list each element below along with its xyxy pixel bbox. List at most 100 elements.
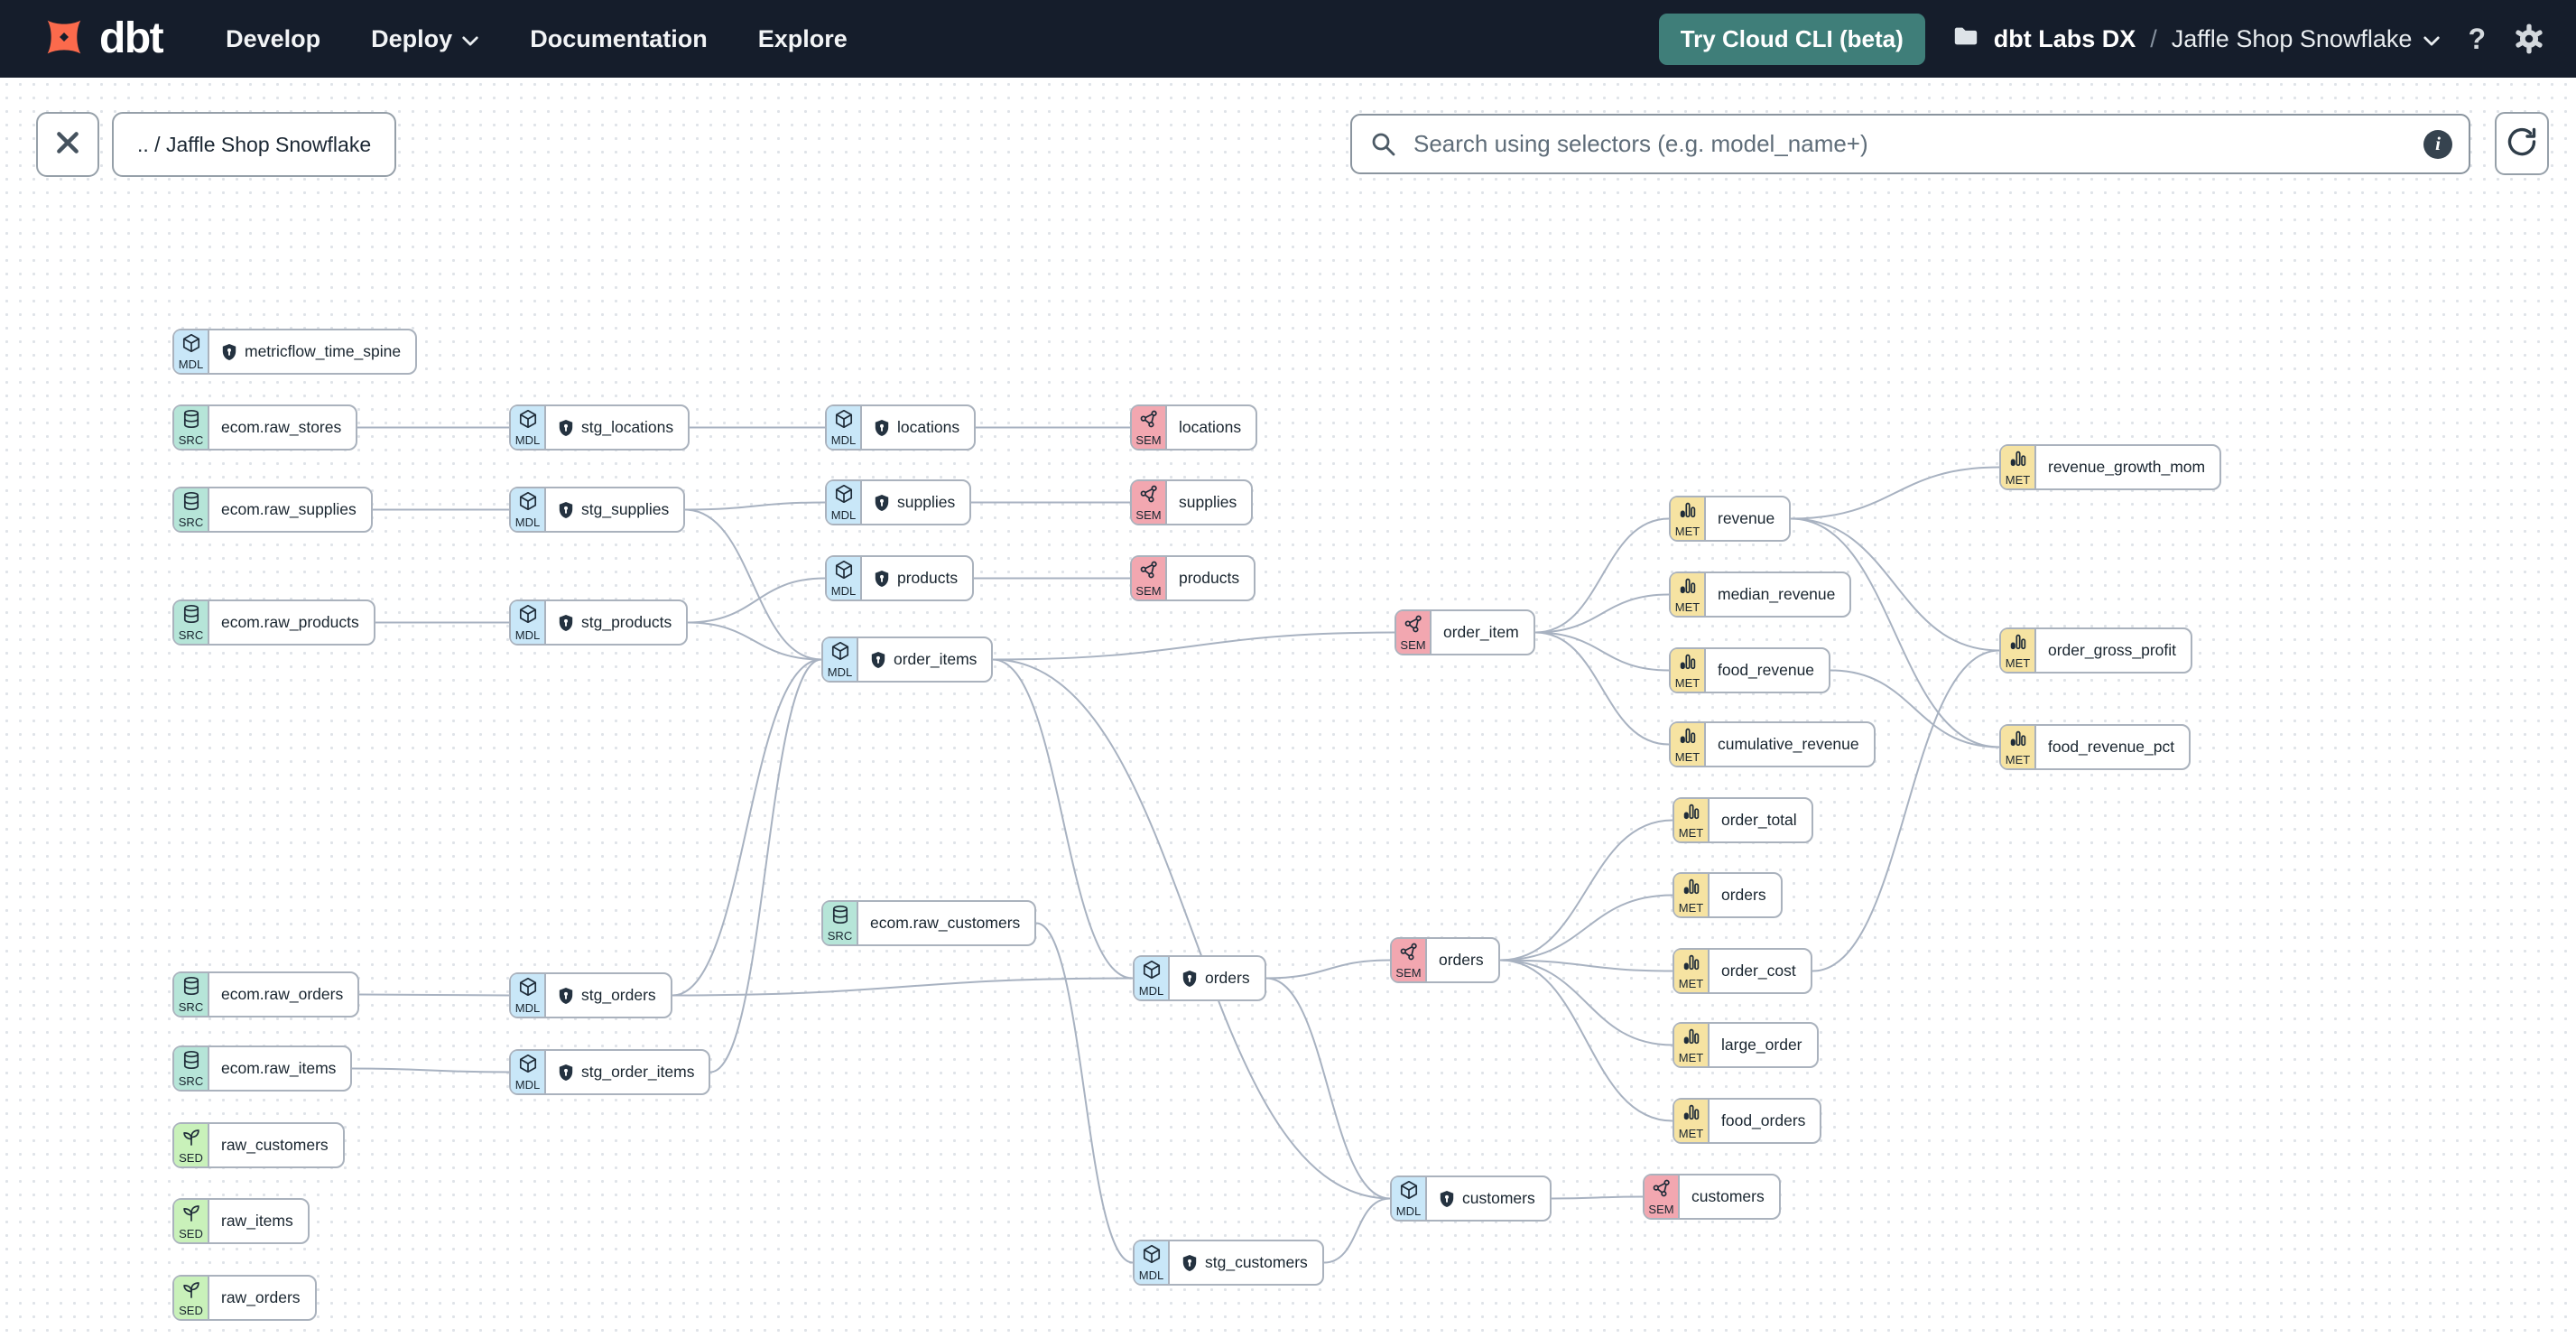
- node-type-label: MET: [1678, 977, 1704, 990]
- node-label: median_revenue: [1718, 585, 1836, 603]
- menu-item-deploy[interactable]: Deploy: [371, 25, 479, 53]
- search-input[interactable]: [1412, 129, 2423, 159]
- help-button[interactable]: ?: [2468, 22, 2486, 55]
- edge-met_revenue-met_order_gross_profit: [1790, 517, 2000, 652]
- node-type-badge: SRC: [174, 488, 209, 531]
- node-type-label: MET: [1678, 826, 1704, 840]
- node-type-badge: SRC: [823, 902, 858, 944]
- node-label: ecom.raw_supplies: [221, 500, 357, 518]
- node-type-badge: MET: [1674, 874, 1710, 916]
- node-label: order_gross_profit: [2048, 641, 2177, 659]
- node-body: customers: [1680, 1175, 1779, 1218]
- node-type-badge: SRC: [174, 973, 209, 1016]
- node-body: stg_orders: [546, 974, 671, 1017]
- node-body: food_revenue: [1706, 649, 1829, 692]
- cube-icon: [1142, 1244, 1162, 1268]
- bar-chart-icon: [1678, 652, 1698, 676]
- dbt-logo-icon: [40, 13, 88, 66]
- dbt-logo[interactable]: dbt: [40, 13, 164, 66]
- node-type-badge: SRC: [174, 1047, 209, 1090]
- cube-icon: [1399, 1180, 1419, 1204]
- refresh-button[interactable]: [2495, 112, 2549, 175]
- close-lineage-button[interactable]: [36, 112, 99, 177]
- node-label: locations: [1179, 418, 1242, 436]
- account-name[interactable]: dbt Labs DX: [1993, 24, 2136, 52]
- node-body: orders: [1710, 874, 1781, 916]
- node-label: locations: [897, 418, 960, 436]
- bar-chart-icon: [2008, 632, 2028, 656]
- node-label: food_revenue: [1718, 661, 1815, 679]
- edge-met_order_cost-met_order_gross_profit: [1812, 649, 2000, 972]
- lineage-breadcrumb-chip[interactable]: .. / Jaffle Shop Snowflake: [112, 112, 397, 177]
- node-type-label: MDL: [514, 516, 541, 529]
- edge-mdl_stg_orders-mdl_orders: [672, 977, 1134, 997]
- node-type-label: MDL: [830, 433, 857, 447]
- node-body: orders: [1427, 939, 1498, 981]
- project-selector[interactable]: Jaffle Shop Snowflake: [2172, 25, 2442, 53]
- edge-met_revenue-met_food_revenue_pct: [1790, 517, 2000, 748]
- graph-node-src_raw_supplies[interactable]: SRC ecom.raw_supplies: [172, 487, 373, 533]
- graph-node-sem_orders[interactable]: SEM orders: [1390, 937, 1500, 983]
- edge-sem_order_item-met_revenue: [1534, 517, 1670, 634]
- menu-item-develop[interactable]: Develop: [226, 24, 321, 52]
- node-type-label: SEM: [1395, 966, 1422, 980]
- shield-lock-icon: [1181, 970, 1198, 988]
- gear-icon[interactable]: [2513, 23, 2545, 55]
- node-type-badge: MDL: [511, 488, 546, 531]
- node-body: products: [1167, 557, 1254, 599]
- close-icon: [53, 128, 82, 162]
- menu-item-documentation[interactable]: Documentation: [530, 24, 708, 52]
- node-label: order_total: [1721, 811, 1797, 829]
- try-cloud-cli-button[interactable]: Try Cloud CLI (beta): [1658, 13, 1925, 65]
- bar-chart-icon: [1678, 576, 1698, 600]
- graph-node-met_order_total[interactable]: MET order_total: [1673, 797, 1813, 843]
- edge-mdl_order_items-mdl_customers: [992, 658, 1391, 1200]
- node-type-label: MDL: [178, 358, 204, 371]
- shield-lock-icon: [1181, 1254, 1198, 1272]
- node-label: ecom.raw_stores: [221, 418, 342, 436]
- menu-item-explore[interactable]: Explore: [757, 24, 848, 52]
- node-type-badge: MDL: [823, 638, 858, 681]
- node-label: order_item: [1443, 623, 1519, 641]
- graph-node-mdl_locations[interactable]: MDL locations: [825, 404, 977, 451]
- node-label: food_revenue_pct: [2048, 738, 2175, 756]
- info-icon[interactable]: i: [2423, 129, 2452, 159]
